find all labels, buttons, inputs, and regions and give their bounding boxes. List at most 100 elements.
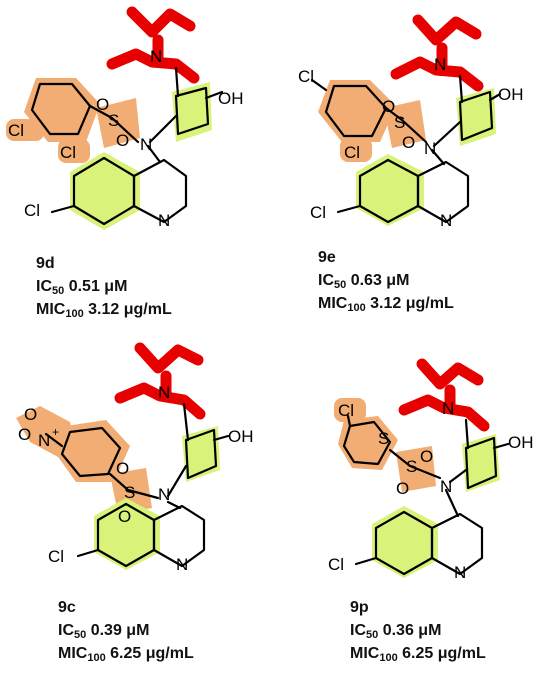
atom-n: N [424,139,436,158]
ring-phenol [458,90,494,142]
compound-id: 9p [350,599,369,616]
atom-s: S [406,457,417,476]
bond-n-quin [430,148,446,166]
bond-s [384,106,428,144]
molecule-9e: Cl Cl S O O N N OH Cl N [298,14,524,230]
atom-cl: Cl [344,143,360,162]
bond-cl-quin [354,556,378,566]
ic50-line: IC50 0.36 μM [350,622,442,641]
atom-o: O [24,405,37,424]
bond-oh [488,92,502,102]
atom-o: O [420,447,433,466]
ring-phenol [184,428,218,480]
ring-phenyl [60,426,122,478]
atom-n: N [158,383,170,402]
ring-phenol [174,86,210,136]
atom-n: N [176,555,188,574]
bond-s [88,104,140,144]
caption-9p: 9p IC50 0.36 μM MIC100 6.25 μg/mL [350,596,486,665]
atom-o: O [96,95,109,114]
bond-nitro [44,432,64,448]
ring-quinoline-b [416,160,470,224]
bond-cl-quin [336,204,362,214]
orange-cl [334,398,366,422]
green-quinoline [356,154,424,226]
compound-id: 9d [36,255,55,272]
atom-o: O [116,459,129,478]
atom-o-minus-charge: - [30,401,34,415]
bond-ch2 [458,74,464,104]
mic-line: MIC100 3.12 μg/mL [36,301,172,320]
ring-thiophene [342,420,392,466]
atom-cl: Cl [48,547,64,566]
compound-id: 9e [318,249,336,266]
bond-n-quin [166,500,182,510]
bond-cl [310,78,328,92]
atom-cl: Cl [24,201,40,220]
molecule-9d: Cl Cl S O O N N OH Cl N [6,6,244,230]
orange-cl-2 [58,139,90,163]
atom-o: O [18,425,31,444]
bond-ch2 [174,66,180,98]
bond-cl [346,414,352,428]
red-ethyl-lower [390,56,484,92]
molecule-9c: O - O N + S O O N N OH Cl N [16,342,254,574]
atom-n: N [150,47,162,66]
atom-n: N [38,431,50,450]
bond-s [388,448,442,480]
atom-n: N [442,399,454,418]
atom-o: O [382,97,395,116]
ring-quinoline-b [152,504,206,568]
bond-oh [492,442,510,450]
bond-n-quin [146,144,162,164]
atom-s: S [108,111,119,130]
caption-9e: 9e IC50 0.63 μM MIC100 3.12 μg/mL [318,246,454,315]
atom-n-plus-charge: + [52,425,59,439]
bond-ch2 [464,418,470,450]
bond-n-aryl [432,120,462,148]
caption-9d: 9d IC50 0.51 μM MIC100 3.12 μg/mL [36,252,172,321]
atom-o: O [396,479,409,498]
bond-n-aryl [148,114,178,144]
red-ethyl-lower [114,382,206,420]
ic50-line: IC50 0.63 μM [318,272,410,291]
atom-n: N [158,211,170,230]
bond-oh [204,90,224,100]
ring-quinoline-b [132,158,188,224]
atom-n: N [454,563,466,582]
orange-cl [340,138,372,162]
atom-cl: Cl [298,67,314,86]
atom-oh: OH [228,427,254,446]
green-quinoline [70,152,140,230]
ic50-line: IC50 0.39 μM [58,622,150,641]
atom-o: O [116,131,129,150]
green-quinoline [372,506,438,578]
red-ethyl-upper [412,14,482,46]
ic50-line: IC50 0.51 μM [36,278,128,297]
mic-line: MIC100 6.25 μg/mL [58,645,194,664]
bond-ch2 [182,402,190,442]
atom-n: N [434,55,446,74]
caption-9c: 9c IC50 0.39 μM MIC100 6.25 μg/mL [58,596,194,665]
red-ethyl-upper [126,6,196,38]
red-ethyl-lower [106,48,200,84]
mic-line: MIC100 6.25 μg/mL [350,645,486,664]
atom-o: O [402,133,415,152]
bond-n-aryl [166,464,188,498]
green-quinoline [94,498,160,570]
atom-n: N [440,211,452,230]
bond-n-quin [444,488,460,518]
atom-n: N [140,135,152,154]
atom-oh: OH [498,85,524,104]
atom-n: N [440,477,452,496]
ring-dichlorophenyl [324,84,388,138]
atom-o: O [118,507,131,526]
atom-cl: Cl [60,143,76,162]
atom-cl: Cl [310,203,326,222]
atom-s: S [124,483,135,502]
bond-cl-quin [50,204,76,214]
bond-n-aryl [448,468,468,484]
bond-cl-quin [76,548,100,558]
